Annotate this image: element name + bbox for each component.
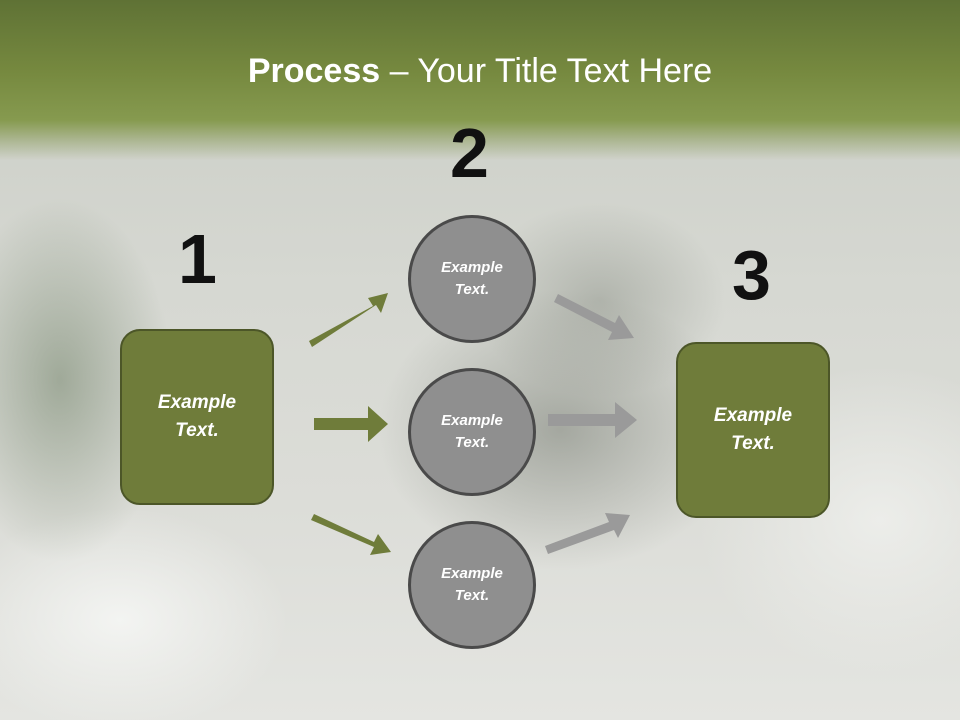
arrow-1-to-middle (314, 406, 388, 442)
step-number-3: 3 (732, 236, 771, 314)
step-2-text-bottom: Example Text. (441, 564, 503, 605)
step-2-text-top: Example Text. (441, 258, 503, 299)
step-2-circle-top: Example Text. (408, 215, 536, 343)
arrow-bottom-to-3 (545, 513, 630, 554)
step-2-text-middle: Example Text. (441, 411, 503, 452)
arrow-1-to-bottom (311, 514, 391, 555)
step-1-text: Example Text. (157, 391, 237, 442)
step-3-box: Example Text. (676, 342, 830, 518)
step-2-circle-middle: Example Text. (408, 368, 536, 496)
arrow-1-to-top (309, 293, 388, 347)
arrow-middle-to-3 (548, 402, 637, 438)
arrow-top-to-3 (554, 294, 634, 340)
slide-title: Process – Your Title Text Here (0, 52, 960, 91)
step-2-circle-bottom: Example Text. (408, 521, 536, 649)
header-band (0, 0, 960, 160)
step-1-box: Example Text. (120, 329, 274, 505)
title-bold: Process (247, 52, 381, 90)
step-number-1: 1 (178, 220, 217, 298)
step-3-text: Example Text. (713, 404, 793, 455)
step-number-2: 2 (450, 114, 489, 192)
title-rest: – Your Title Text Here (380, 52, 713, 90)
